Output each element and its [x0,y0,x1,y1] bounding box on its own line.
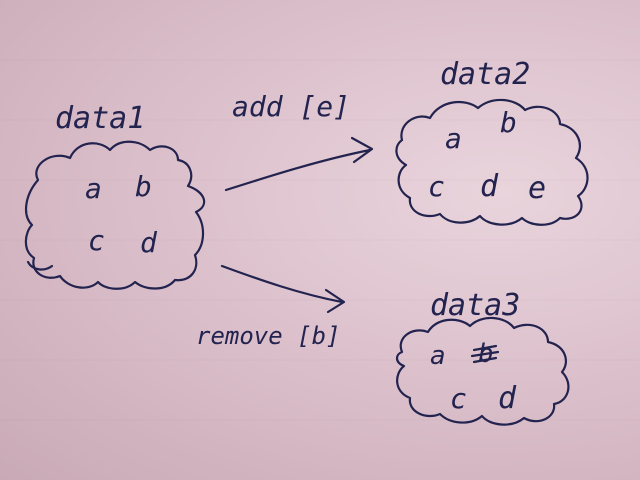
item-data2-e: e [528,171,546,206]
item-data1-c: c [88,224,105,257]
arrow-add-head [350,136,374,164]
item-data2-a: a [445,122,462,155]
item-data2-b: b [500,106,517,139]
edge-label-add: add [e] [232,90,350,123]
arrow-remove [220,264,344,304]
cloud-tail-data1 [26,260,54,271]
item-data2-d: d [480,169,499,204]
node-title-data3: data3 [430,288,520,323]
item-data2-c: c [428,170,445,203]
arrow-add [224,148,372,192]
edge-label-remove: remove [b] [196,322,341,350]
paper-grid [0,59,640,421]
item-data3-c: c [450,382,467,415]
cloud-data2 [395,98,589,226]
item-data1-a: a [85,172,102,205]
item-data1-b: b [135,170,152,203]
arrow-remove-head [324,288,346,314]
strikethrough-scribble [470,344,500,364]
node-title-data2: data2 [440,57,530,92]
item-data1-d: d [140,226,158,259]
item-data3-d: d [498,381,517,416]
node-title-data1: data1 [55,101,145,136]
item-data3-a: a [430,341,446,371]
cloud-data3 [395,316,570,426]
